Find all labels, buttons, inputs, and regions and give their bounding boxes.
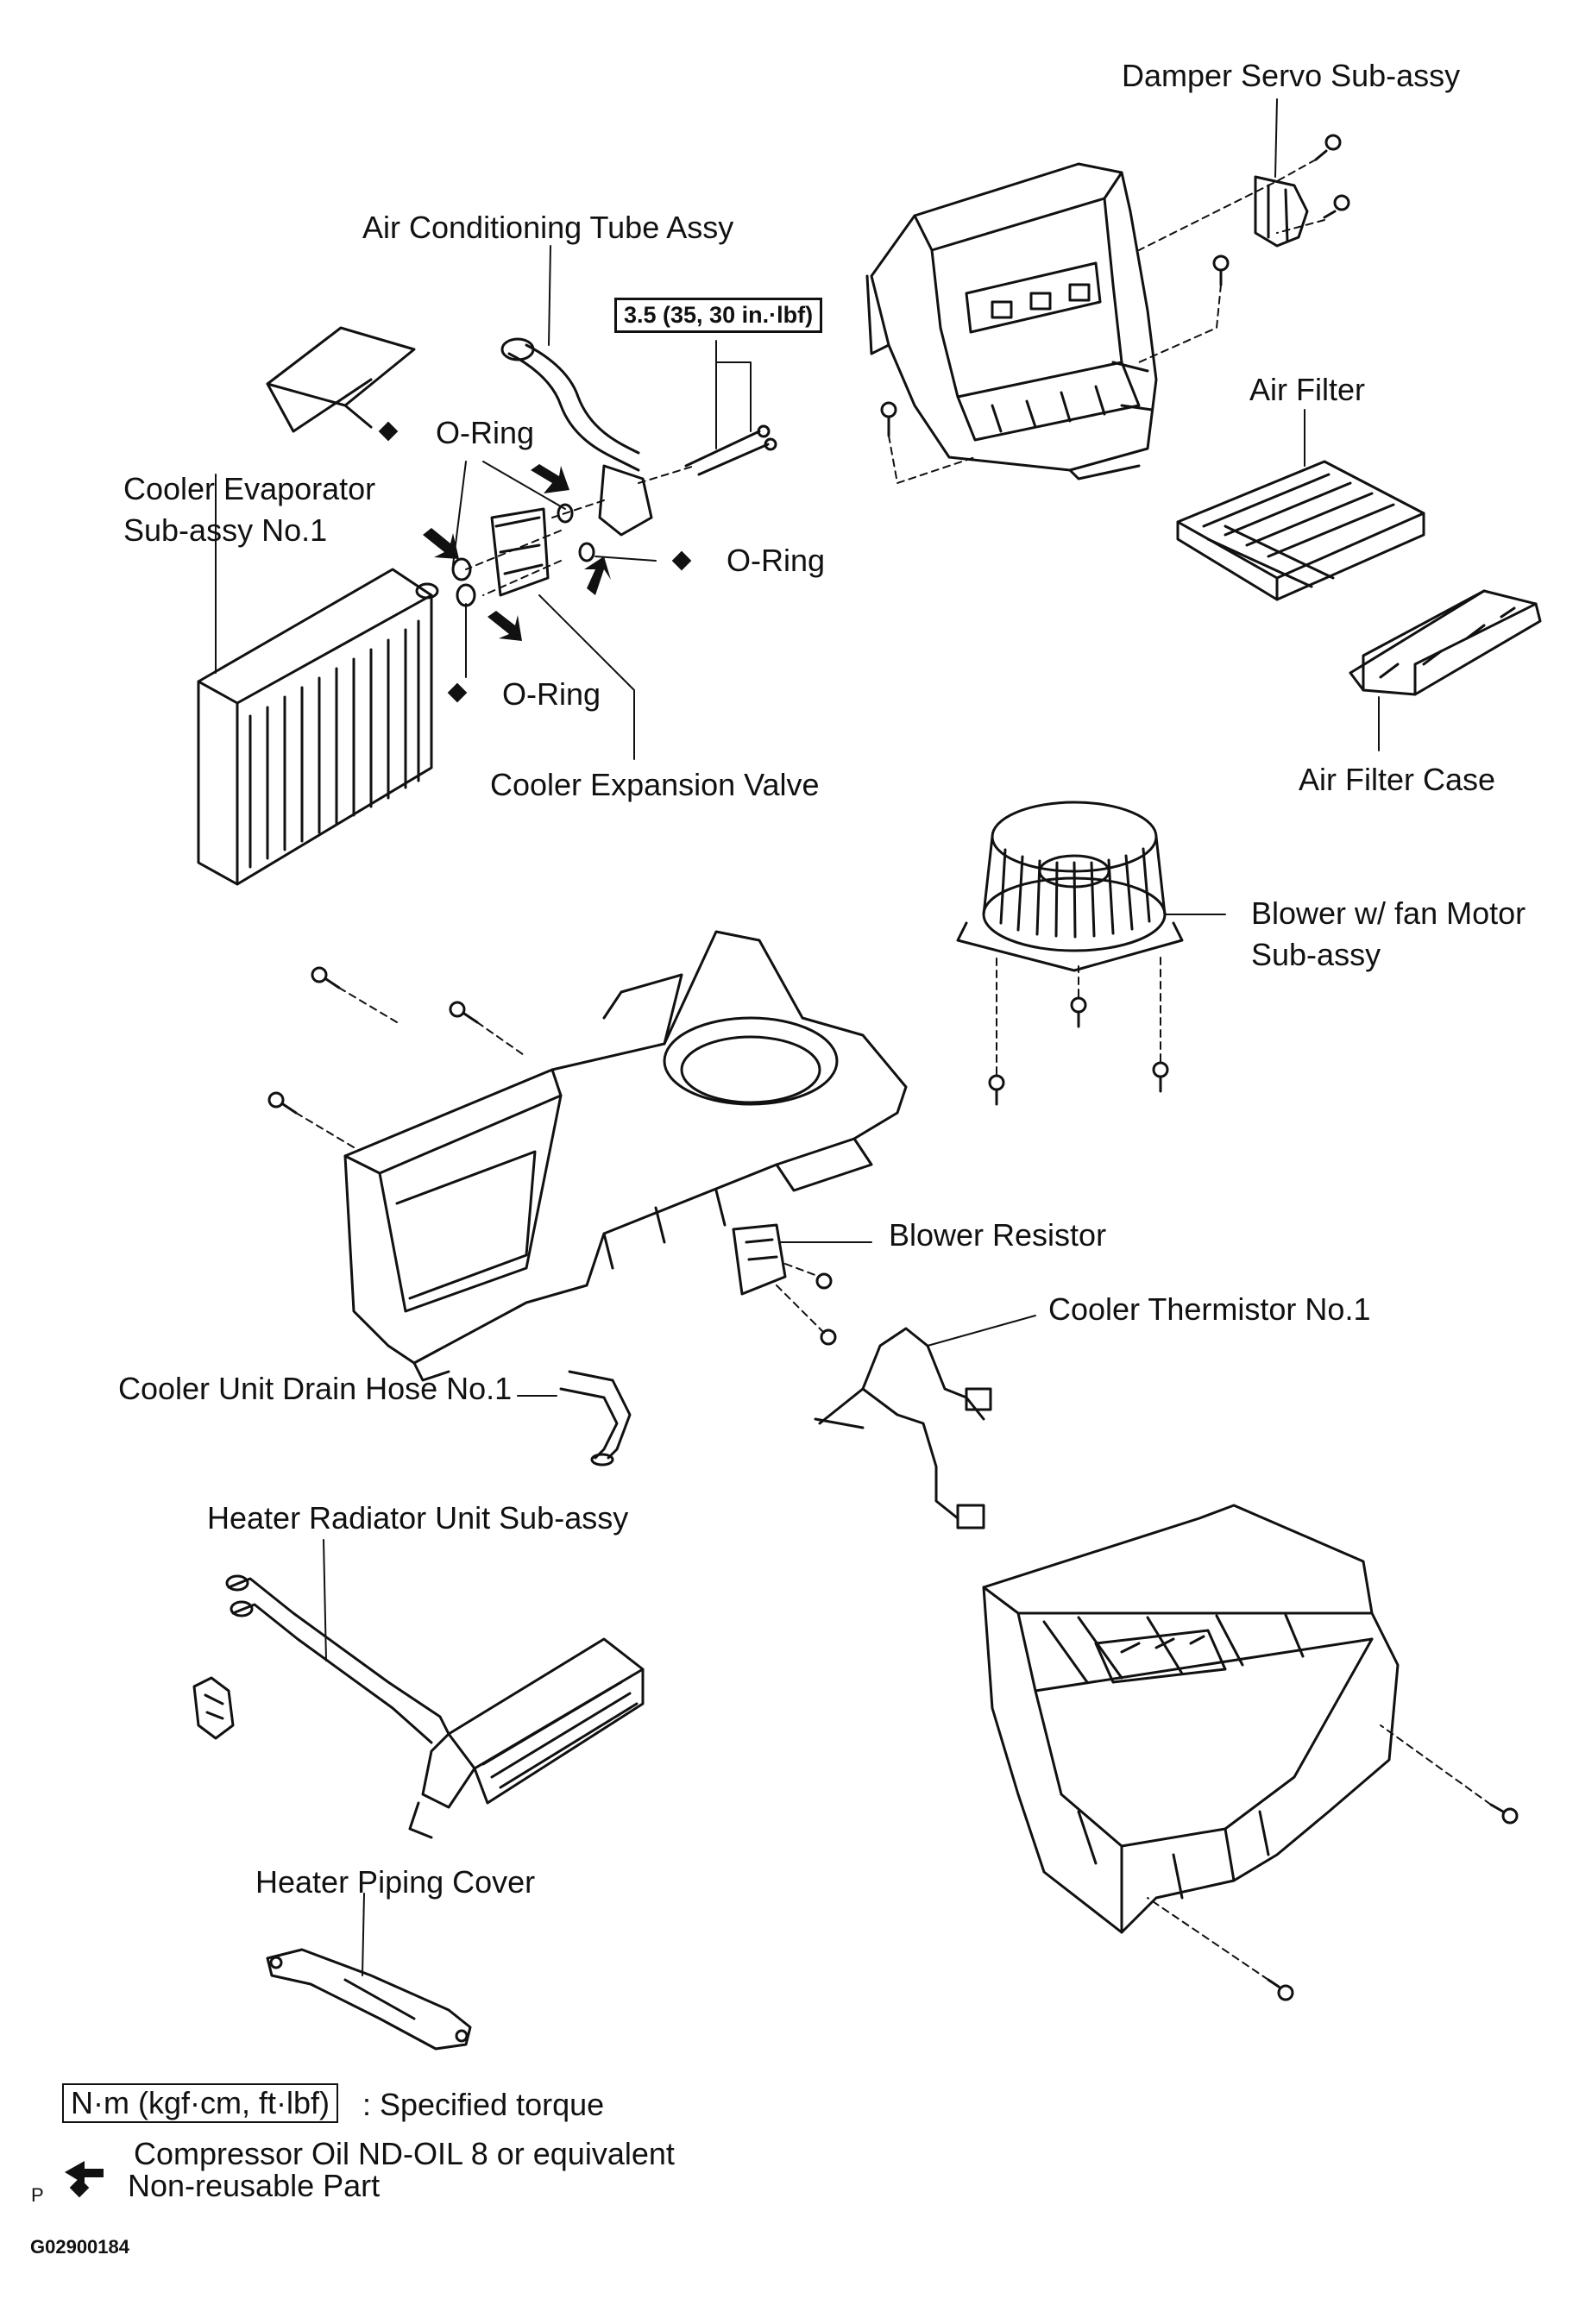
heater-radiator [227, 1576, 643, 1837]
label-damper-servo: Damper Servo Sub-assy [1122, 58, 1461, 93]
label-blower-2: Sub-assy [1251, 937, 1381, 972]
air-filter-case [1350, 591, 1540, 694]
heater-clip [194, 1678, 233, 1738]
label-o-ring-right: O-Ring [727, 543, 826, 578]
label-drain-hose: Cooler Unit Drain Hose No.1 [118, 1371, 513, 1406]
torque-spec-box: 3.5 (35, 30 in.·lbf) [614, 298, 823, 333]
label-cooler-evaporator-2: Sub-assy No.1 [123, 512, 328, 548]
label-blower-1: Blower w/ fan Motor [1251, 895, 1526, 931]
lower-case-screws [1268, 1805, 1517, 2000]
legend-torque-unit: N·m (kgf·cm, ft·lbf) [62, 2083, 338, 2123]
upper-blower-case [867, 164, 1156, 479]
oil-arrows [423, 464, 611, 641]
dashed-leaders-resistor [776, 1263, 825, 1334]
o-ring-leaders [452, 461, 657, 678]
upper-case-screws [882, 135, 1349, 436]
legend-nonreusable-desc: Non-reusable Part [128, 2168, 381, 2203]
label-cooler-expansion-valve: Cooler Expansion Valve [490, 767, 820, 802]
label-ac-tube-assy: Air Conditioning Tube Assy [362, 210, 734, 245]
label-air-filter-case: Air Filter Case [1299, 762, 1496, 797]
ac-tube-assy [502, 339, 651, 535]
label-air-filter: Air Filter [1249, 372, 1365, 407]
evaporator-cover-pad [267, 328, 414, 431]
lower-heater-case [984, 1505, 1398, 1932]
figure-code: G02900184 [30, 2236, 129, 2258]
dashed-leaders-upper [888, 159, 1325, 484]
label-cooler-evaporator-1: Cooler Evaporator [123, 471, 376, 506]
main-housing [345, 932, 906, 1380]
cooler-evaporator [198, 474, 437, 884]
heater-piping-cover [267, 1950, 470, 2049]
label-o-ring-bottom: O-Ring [502, 676, 601, 712]
dashed-leaders-housing [295, 987, 527, 1148]
legend-page-mark: P [31, 2184, 44, 2206]
drain-hose [561, 1372, 630, 1465]
label-blower-resistor: Blower Resistor [889, 1217, 1107, 1253]
legend-oil-desc: Compressor Oil ND-OIL 8 or equivalent [134, 2136, 675, 2171]
dashed-leaders-blower [996, 952, 1161, 1075]
blower-fan [958, 802, 1182, 970]
damper-servo [1255, 177, 1307, 246]
torque-leader [715, 340, 752, 449]
label-o-ring-top: O-Ring [436, 415, 535, 450]
label-heater-radiator: Heater Radiator Unit Sub-assy [207, 1500, 629, 1536]
dashed-leaders-lower [1147, 1724, 1492, 1981]
label-heater-piping-cover: Heater Piping Cover [255, 1864, 536, 1900]
housing-screws [269, 968, 477, 1113]
cooler-thermistor [815, 1328, 991, 1528]
label-cooler-thermistor: Cooler Thermistor No.1 [1048, 1291, 1371, 1327]
air-filter [1178, 462, 1424, 600]
legend-torque-desc: : Specified torque [362, 2087, 605, 2122]
blower-screws [990, 998, 1167, 1104]
legend-arrow [65, 2161, 104, 2184]
dashed-leaders-tube [465, 465, 695, 596]
cooler-expansion-valve [492, 509, 548, 595]
tube-bolts [686, 426, 776, 474]
blower-resistor [733, 1225, 835, 1344]
